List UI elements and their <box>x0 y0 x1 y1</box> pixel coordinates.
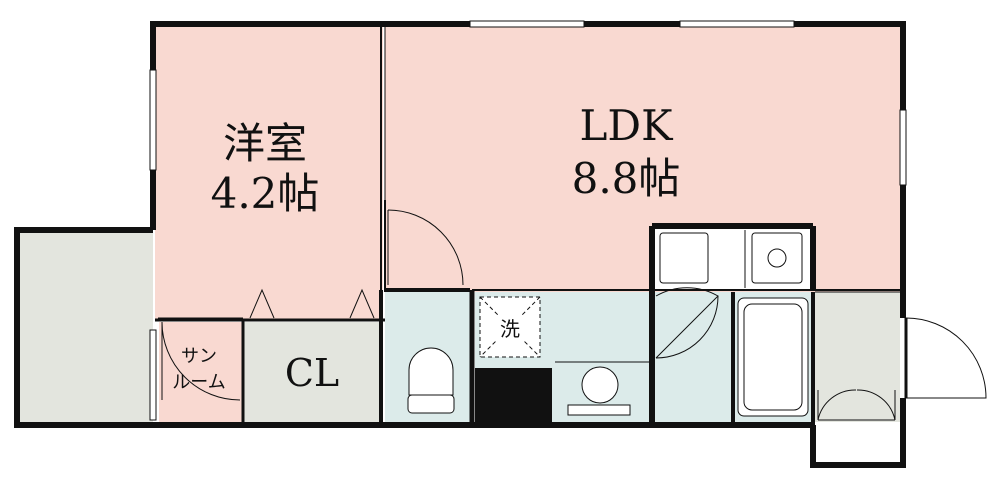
western-room-name: 洋室 <box>223 119 307 168</box>
doors <box>161 209 987 421</box>
bathtub <box>737 297 809 417</box>
balcony-area <box>20 230 153 422</box>
sunroom-area <box>159 322 242 422</box>
entrance-area <box>815 292 900 422</box>
closet-area <box>244 322 380 422</box>
sink-drain <box>767 248 787 268</box>
ldk-size: 8.8帖 <box>572 154 681 203</box>
sunroom-label-line1: サン <box>181 346 217 367</box>
washer-label: 洗 <box>500 317 520 341</box>
western-room-area <box>155 27 383 321</box>
toilet-fixture <box>407 347 455 414</box>
washer-spot <box>479 296 541 358</box>
stove <box>659 232 709 284</box>
closet-door-markers <box>249 288 375 319</box>
western-room-size: 4.2帖 <box>211 169 320 218</box>
closet-label: CL <box>285 351 339 395</box>
ldk-name: LDK <box>580 101 675 150</box>
shaft-block <box>475 368 552 422</box>
windows <box>149 20 907 421</box>
partitions <box>155 27 900 425</box>
kitchen <box>659 230 803 288</box>
washbasin <box>555 361 652 416</box>
sunroom-label-line2: ルーム <box>172 372 225 393</box>
